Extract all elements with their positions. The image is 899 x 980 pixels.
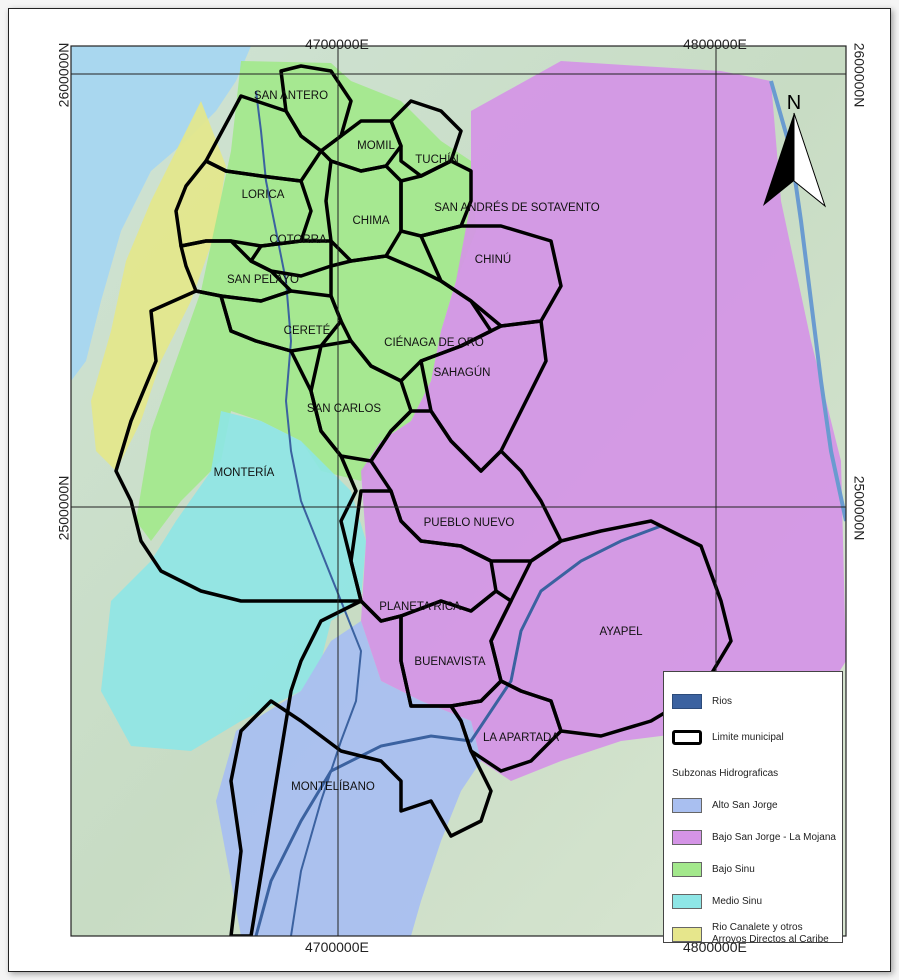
legend-item-zone-4: Rio Canalete y otros Arroyos Directos al… [672, 922, 837, 946]
legend-label-zone-2: Bajo Sinu [712, 863, 755, 875]
legend-label-zone-1: Bajo San Jorge - La Mojana [712, 831, 836, 843]
legend-item-zone-2: Bajo Sinu [672, 862, 755, 877]
legend-label-zone-4: Rio Canalete y otros Arroyos Directos al… [712, 922, 829, 945]
legend-item-zone-1: Bajo San Jorge - La Mojana [672, 830, 836, 845]
map-legend: Rios Limite municipal Subzonas Hidrograf… [663, 671, 843, 946]
municipality-label-8: SAN PELAYO [227, 274, 299, 286]
municipality-label-12: SAN CARLOS [307, 403, 381, 415]
north-arrow-label: N [787, 92, 801, 114]
river-sinu [255, 90, 363, 936]
legend-swatch-zone-3 [672, 894, 702, 909]
legend-swatch-limite [672, 730, 702, 745]
legend-item-zone-0: Alto San Jorge [672, 798, 778, 813]
municipality-label-16: AYAPEL [599, 626, 643, 638]
municipality-label-17: BUENAVISTA [414, 656, 485, 668]
legend-label-limite: Limite municipal [712, 731, 784, 743]
grid-label-right-top-n: 2600000N [851, 42, 868, 108]
map-canvas: SAN ANTERO MOMIL TUCHÍN LORICA CHIMA SAN ANDR… [70, 45, 847, 937]
legend-swatch-rios [672, 694, 702, 709]
legend-swatch-zone-1 [672, 830, 702, 845]
legend-swatch-zone-4 [672, 926, 702, 942]
municipal-boundaries [114, 64, 733, 936]
legend-label-zone-0: Alto San Jorge [712, 799, 778, 811]
municipality-label-15: PLANETA RICA [379, 601, 461, 613]
legend-label-zone-3: Medio Sinu [712, 895, 763, 907]
grid-label-bottom-right-e: 4800000E [683, 939, 747, 955]
municipality-label-5: SAN ANDRÉS DE SOTAVENTO [434, 201, 600, 214]
map-frame: SAN ANTERO MOMIL TUCHÍN LORICA CHIMA SAN ANDR… [8, 8, 891, 972]
caribbean-sea [71, 46, 251, 381]
river-san-jorge [254, 524, 662, 936]
grid-label-left-bottom-n: 2500000N [55, 475, 72, 541]
municipality-label-4: CHIMA [352, 215, 389, 227]
municipality-label-13: MONTERÍA [214, 466, 275, 479]
municipality-label-3: LORICA [242, 189, 285, 201]
legend-swatch-zone-0 [672, 798, 702, 813]
grid-label-bottom-left-e: 4700000E [305, 939, 369, 955]
map-neatline [70, 45, 847, 937]
municipality-label-14: PUEBLO NUEVO [424, 517, 515, 529]
legend-swatch-zone-2 [672, 862, 702, 877]
legend-item-limite: Limite municipal [672, 730, 784, 745]
municipality-label-18: LA APARTADA [483, 732, 559, 744]
legend-label-rios: Rios [712, 695, 733, 707]
grid-label-top-left-e: 4700000E [305, 36, 369, 52]
municipality-label-2: TUCHÍN [415, 153, 458, 166]
north-arrow: N [763, 92, 827, 208]
municipality-label-6: COTORRA [269, 234, 327, 246]
legend-item-rios: Rios [672, 694, 732, 709]
grid-label-top-right-e: 4800000E [683, 36, 747, 52]
municipality-label-0: SAN ANTERO [254, 90, 328, 102]
municipality-label-11: SAHAGÚN [434, 366, 491, 379]
municipality-label-10: CIÉNAGA DE ORO [384, 336, 484, 349]
zone-rio-canalete [91, 101, 226, 471]
grid-label-left-top-n: 2600000N [55, 42, 72, 108]
municipality-label-1: MOMIL [357, 140, 395, 152]
legend-item-zone-3: Medio Sinu [672, 894, 762, 909]
municipality-label-19: MONTELÍBANO [291, 780, 375, 793]
grid-label-right-bottom-n: 2500000N [851, 475, 868, 541]
legend-section-title: Subzonas Hidrograficas [672, 768, 779, 779]
municipality-labels: SAN ANTERO MOMIL TUCHÍN LORICA CHIMA SAN ANDR… [214, 90, 643, 793]
municipality-label-9: CERETÉ [284, 324, 331, 337]
municipality-label-7: CHINÚ [475, 253, 511, 266]
